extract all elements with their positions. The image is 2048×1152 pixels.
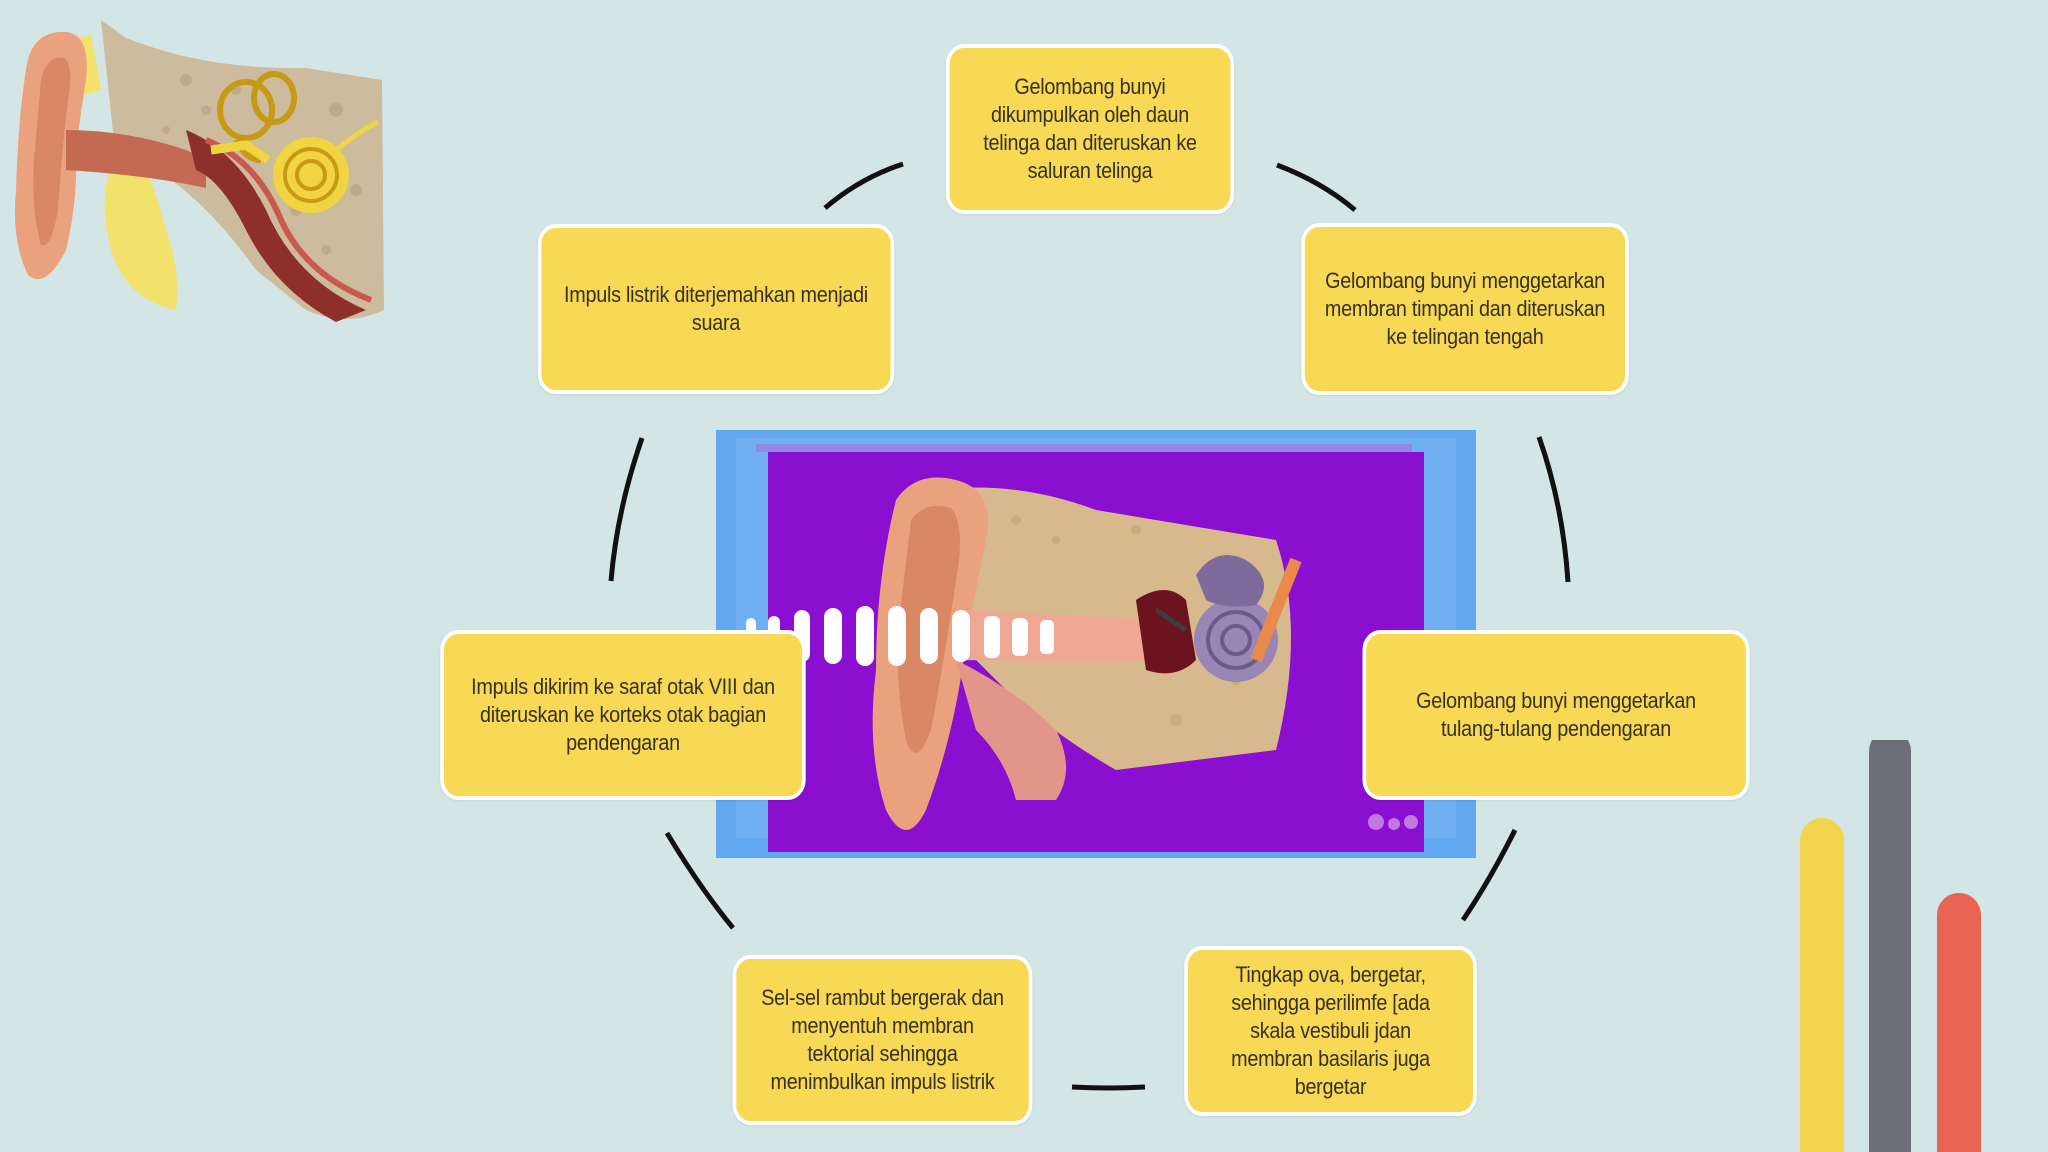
cycle-step-4-text: Tingkap ova, bergetar, sehingga perilimf…: [1231, 962, 1430, 1099]
cycle-step-2-text: Gelombang bunyi menggetarkan membran tim…: [1324, 268, 1606, 349]
cycle-step-5-text: Sel-sel rambut bergerak dan menyentuh me…: [761, 985, 1004, 1094]
connector-arc: [1071, 1084, 1146, 1091]
connector-arc: [1536, 436, 1571, 583]
connector-arc: [1460, 828, 1518, 922]
cycle-step-7: Impuls listrik diterjemahkan menjadi sua…: [537, 224, 895, 394]
connector-arc: [823, 161, 904, 210]
ear-cross-section-image: [716, 430, 1476, 858]
cycle-step-1-text: Gelombang bunyi dikumpulkan oleh daun te…: [983, 74, 1197, 183]
cycle-step-7-text: Impuls listrik diterjemahkan menjadi sua…: [564, 282, 868, 335]
connector-arc: [1276, 162, 1357, 212]
deco-bar-red: [1937, 893, 1981, 1152]
cycle-step-4: Tingkap ova, bergetar, sehingga perilimf…: [1184, 946, 1477, 1116]
decorative-bars: [1800, 740, 1981, 1152]
deco-bar-yellow: [1800, 818, 1844, 1152]
cycle-step-1: Gelombang bunyi dikumpulkan oleh daun te…: [946, 44, 1234, 214]
cycle-step-6: Impuls dikirim ke saraf otak VIII dan di…: [440, 630, 806, 800]
deco-bar-gray: [1869, 740, 1911, 1152]
connector-arc: [664, 831, 735, 930]
cycle-step-3-text: Gelombang bunyi menggetarkan tulang-tula…: [1416, 688, 1696, 741]
cycle-step-3: Gelombang bunyi menggetarkan tulang-tula…: [1362, 630, 1750, 800]
cycle-step-2: Gelombang bunyi menggetarkan membran tim…: [1301, 223, 1629, 395]
cycle-step-5: Sel-sel rambut bergerak dan menyentuh me…: [732, 955, 1033, 1125]
ear-anatomy-image: [14, 20, 384, 322]
connector-arc: [608, 437, 645, 582]
cycle-step-6-text: Impuls dikirim ke saraf otak VIII dan di…: [471, 674, 775, 755]
